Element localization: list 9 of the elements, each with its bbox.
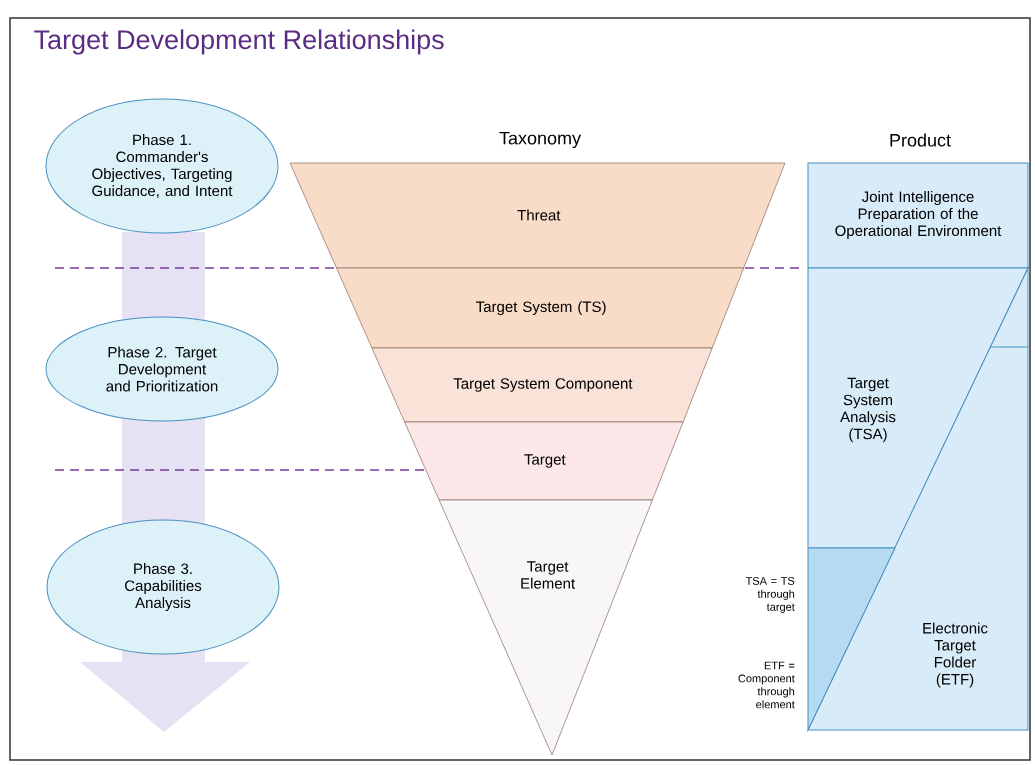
title: Target Development Relationships bbox=[34, 29, 444, 55]
funnel-band: Target System (TS) bbox=[336, 267, 745, 349]
node-label: Target System Analysis (TSA) bbox=[840, 377, 896, 443]
funnel-band: Target Element bbox=[438, 499, 653, 756]
funnel-band: Target System Component bbox=[371, 347, 713, 423]
note: ETF = Component through element bbox=[738, 661, 795, 709]
note: TSA = TS through target bbox=[745, 577, 795, 613]
funnel-band: Target bbox=[404, 421, 684, 501]
product-box: Joint Intelligence Preparation of the Operational Environment bbox=[807, 162, 1029, 269]
